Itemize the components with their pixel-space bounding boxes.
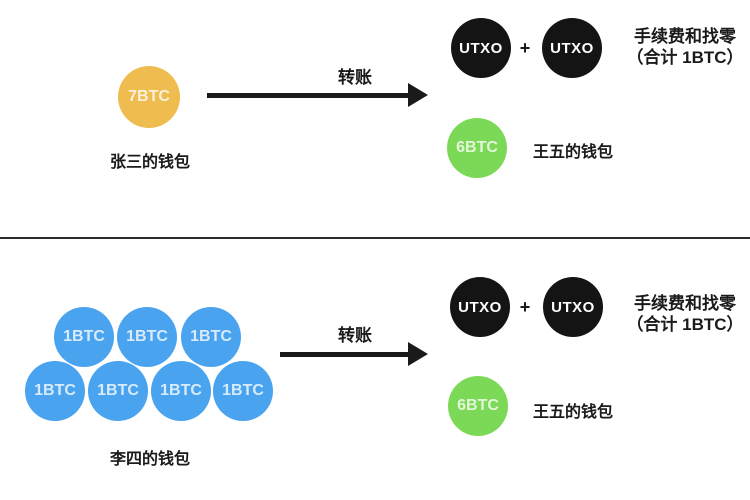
transfer-arrow	[280, 352, 408, 357]
plus-sign: +	[519, 37, 531, 58]
transfer-arrow-label: 转账	[338, 68, 372, 87]
transfer-arrow-label: 转账	[338, 326, 372, 345]
fee-change-note: 手续费和找零 （合计 1BTC）	[610, 293, 750, 335]
receiver-coin-6btc: 6BTC	[448, 376, 508, 436]
fee-change-line1: 手续费和找零	[634, 294, 736, 313]
fee-change-line2: （合计 1BTC）	[626, 48, 744, 67]
fee-change-line2: （合计 1BTC）	[626, 315, 744, 334]
utxo-circle: UTXO	[543, 277, 603, 337]
sender-coin-1btc: 1BTC	[25, 361, 85, 421]
sender-coin-1btc: 1BTC	[181, 307, 241, 367]
transfer-arrowhead-icon	[408, 342, 428, 366]
receiver-wallet-label: 王五的钱包	[533, 144, 614, 161]
sender-coin-1btc: 1BTC	[117, 307, 177, 367]
fee-change-note: 手续费和找零 （合计 1BTC）	[610, 26, 750, 68]
receiver-wallet-label: 王五的钱包	[533, 404, 614, 421]
sender-coin-1btc: 1BTC	[54, 307, 114, 367]
sender-coin-1btc: 1BTC	[213, 361, 273, 421]
utxo-circle: UTXO	[450, 277, 510, 337]
transfer-arrow	[207, 93, 408, 98]
receiver-coin-6btc: 6BTC	[447, 118, 507, 178]
utxo-circle: UTXO	[451, 18, 511, 78]
utxo-circle: UTXO	[542, 18, 602, 78]
sender-wallet-label: 张三的钱包	[109, 154, 190, 171]
transfer-arrowhead-icon	[408, 83, 428, 107]
fee-change-line1: 手续费和找零	[634, 27, 736, 46]
sender-coin-1btc: 1BTC	[88, 361, 148, 421]
sender-coin-7btc: 7BTC	[118, 66, 180, 128]
plus-sign: +	[519, 296, 531, 317]
sender-wallet-label: 李四的钱包	[109, 451, 190, 468]
section-divider	[0, 237, 750, 239]
sender-coin-1btc: 1BTC	[151, 361, 211, 421]
